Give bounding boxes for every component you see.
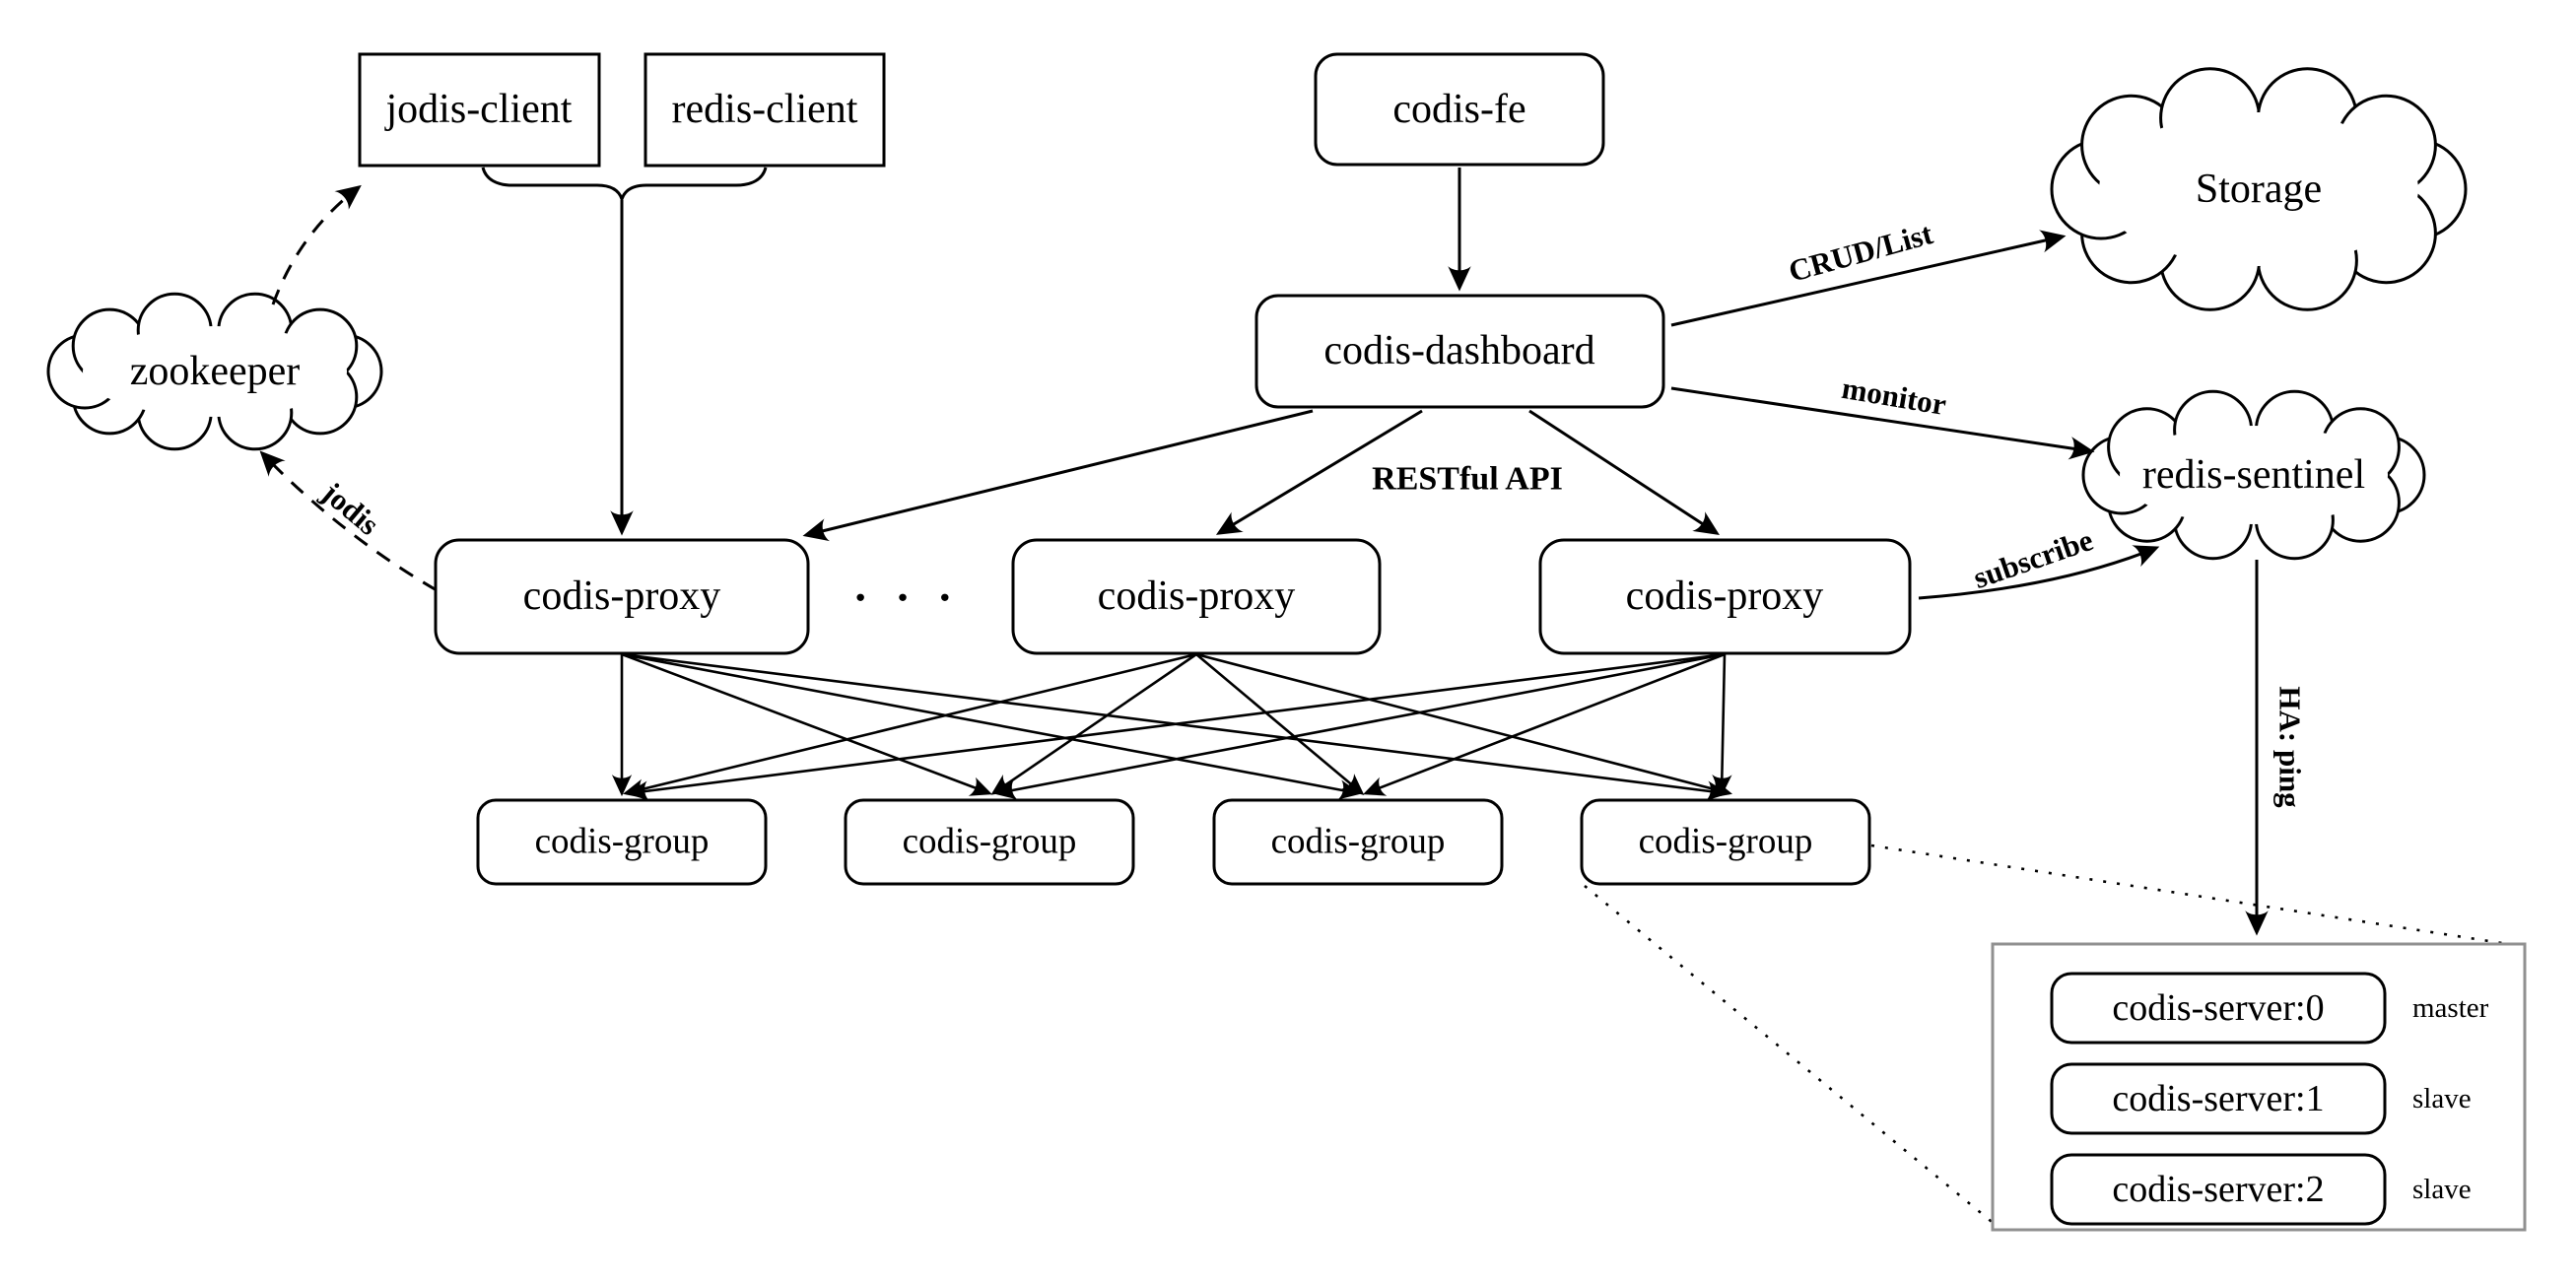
codis-proxy-2-label: codis-proxy: [1098, 574, 1296, 619]
codis-proxy-3-label: codis-proxy: [1626, 574, 1824, 619]
edge-dashboard-to-proxy1: [802, 409, 1314, 542]
edge-proxy3-to-group4: [1712, 653, 1732, 797]
node-codis-server-1: [2050, 1062, 2387, 1135]
node-codis-fe: [1314, 52, 1605, 167]
cloud-storage: Storage: [2050, 67, 2468, 311]
codis-proxy-1-label: codis-proxy: [523, 574, 721, 619]
edge-zookeeper-to-jodis-client: [271, 184, 362, 305]
edge-proxy2-to-group4: [1195, 652, 1732, 799]
node-codis-server-2: [2050, 1153, 2387, 1226]
restful-api-label: RESTful API: [1372, 461, 1563, 498]
edge-dashboard-to-storage: [1670, 230, 2067, 327]
edge-proxy2-to-group2: [990, 652, 1197, 795]
nodes: [358, 52, 2527, 1232]
server-2-role: slave: [2412, 1174, 2472, 1205]
edge-proxy3-to-sentinel: [1918, 545, 2160, 600]
node-codis-proxy-3: [1538, 538, 1912, 655]
node-codis-proxy-1: [434, 538, 810, 655]
node-codis-group-2: [844, 798, 1135, 886]
node-codis-group-3: [1212, 798, 1504, 886]
edge-dashboard-to-proxy2: [1215, 409, 1423, 535]
node-codis-group-1: [476, 798, 768, 886]
node-labels: jodis-client redis-client codis-fe codis…: [384, 87, 2489, 1210]
node-codis-group-4: [1580, 798, 1871, 886]
clients-brace: [481, 167, 768, 204]
dotted-group4-to-serverbox-top: [1870, 844, 2522, 948]
redis-sentinel-label: redis-sentinel: [2142, 452, 2365, 498]
edge-proxy2-to-group1: [622, 652, 1197, 799]
node-codis-dashboard: [1254, 294, 1665, 409]
monitor-label: monitor: [1839, 371, 1948, 422]
dotted-group4-to-serverbox-bottom: [1584, 884, 1998, 1228]
jodis-label: jodis: [315, 474, 386, 541]
edge-proxy1-to-zookeeper-jodis: [259, 450, 438, 592]
node-redis-client: [644, 52, 886, 168]
node-jodis-client: [358, 52, 601, 168]
jodis-client-label: jodis-client: [384, 87, 573, 132]
edge-proxy3-to-group3: [1363, 652, 1726, 796]
codis-server-2-label: codis-server:2: [2112, 1169, 2324, 1210]
crud-list-label: CRUD/List: [1785, 216, 1936, 289]
storage-label: Storage: [2196, 167, 2322, 212]
edges: [259, 167, 2522, 1228]
node-codis-proxy-2: [1011, 538, 1382, 655]
edge-dashboard-to-proxy3: [1528, 409, 1720, 535]
node-codis-server-0: [2050, 972, 2387, 1045]
cloud-zookeeper: zookeeper: [46, 292, 383, 451]
codis-server-0-label: codis-server:0: [2112, 987, 2324, 1029]
edge-dashboard-to-sentinel: [1670, 386, 2095, 460]
edge-proxy2-to-group3: [1195, 653, 1365, 795]
redis-client-label: redis-client: [672, 87, 858, 132]
codis-group-1-label: codis-group: [535, 822, 710, 862]
codis-server-1-label: codis-server:1: [2112, 1078, 2324, 1119]
proxy-ellipsis: · · ·: [852, 573, 960, 623]
edge-proxy3-to-group1: [626, 652, 1726, 801]
cloud-redis-sentinel: redis-sentinel: [2081, 389, 2426, 561]
edge-proxy1-to-group3: [621, 652, 1362, 800]
zookeeper-label: zookeeper: [130, 349, 301, 394]
codis-dashboard-label: codis-dashboard: [1323, 328, 1594, 373]
edge-proxy1-to-group2: [621, 652, 992, 796]
server-0-role: master: [2412, 992, 2489, 1024]
codis-group-3-label: codis-group: [1271, 822, 1446, 862]
server-1-role: slave: [2412, 1083, 2472, 1114]
edge-proxy3-to-group2: [993, 652, 1726, 800]
codis-group-2-label: codis-group: [903, 822, 1077, 862]
codis-fe-label: codis-fe: [1392, 87, 1525, 132]
codis-group-4-label: codis-group: [1639, 822, 1813, 862]
ha-ping-label: HA: ping: [2273, 686, 2308, 808]
